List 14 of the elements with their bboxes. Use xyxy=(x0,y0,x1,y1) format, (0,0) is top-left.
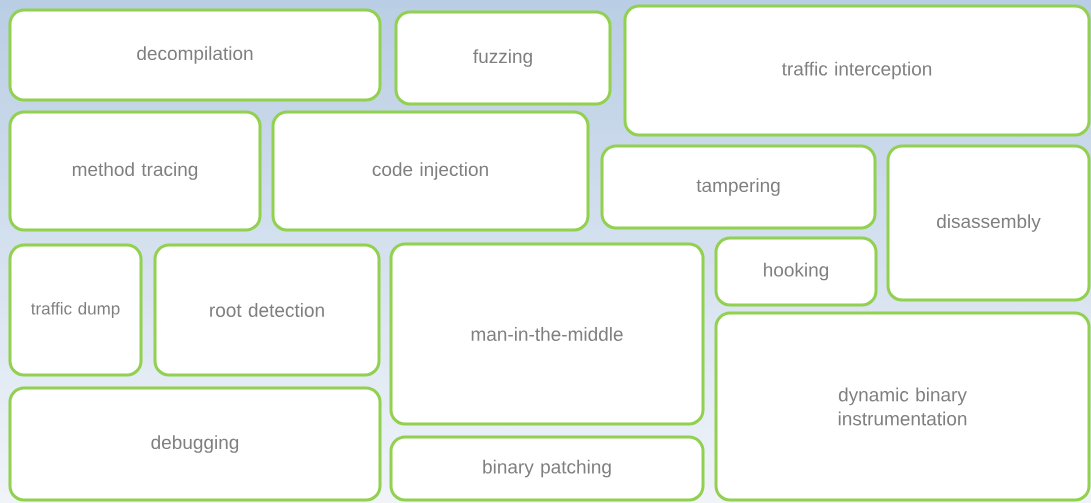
term-box: decompilation xyxy=(8,8,382,102)
term-box: disassembly xyxy=(886,144,1091,302)
term-box: man-in-the-middle xyxy=(389,242,705,426)
term-box: fuzzing xyxy=(394,10,612,106)
term-box: binary patching xyxy=(389,435,705,502)
term-box: hooking xyxy=(714,236,878,307)
term-box: traffic interception xyxy=(623,4,1091,137)
term-box: dynamic binary instrumentation xyxy=(714,311,1091,502)
term-box: tampering xyxy=(600,144,877,230)
term-box: debugging xyxy=(8,386,382,502)
term-box: method tracing xyxy=(8,110,262,232)
term-box: traffic dump xyxy=(8,243,143,377)
term-box: root detection xyxy=(153,243,381,377)
term-box: code injection xyxy=(271,110,590,232)
